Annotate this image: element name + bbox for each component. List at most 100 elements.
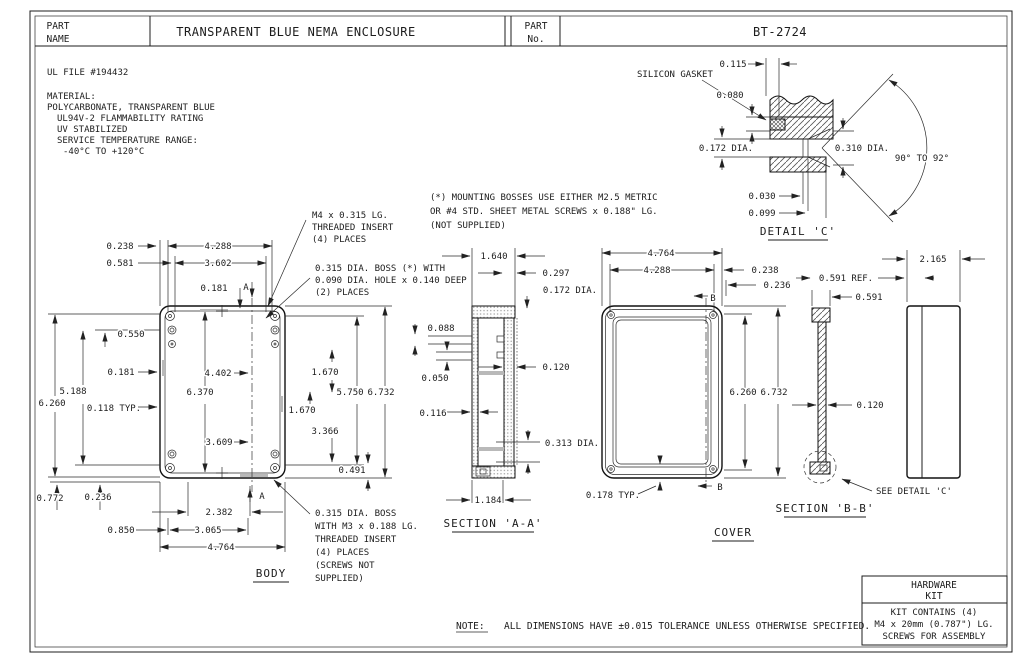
aa-dim-0297: 0.297 xyxy=(542,269,569,279)
dim-1670-upper: 1.670 xyxy=(311,368,338,378)
part-name-value: TRANSPARENT BLUE NEMA ENCLOSURE xyxy=(176,25,415,39)
dim-4764-body: 4.764 xyxy=(207,543,234,553)
boss-top-note-line3: (2) PLACES xyxy=(315,288,369,298)
dim-5188: 5.188 xyxy=(59,387,86,397)
body-callout-notes: M4 x 0.315 LG. THREADED INSERT (4) PLACE… xyxy=(253,211,467,584)
dim-6732: 6.732 xyxy=(367,388,394,398)
note-flammability: UL94V-2 FLAMMABILITY RATING xyxy=(57,114,203,124)
boss-bottom-note-line1: 0.315 DIA. BOSS xyxy=(315,509,396,519)
cover-dim-6732: 6.732 xyxy=(760,388,787,398)
insert-note-line1: M4 x 0.315 LG. xyxy=(312,211,388,221)
tolerance-note-label: NOTE: xyxy=(456,621,485,632)
dim-6260: 6.260 xyxy=(38,399,65,409)
cover-view-label: COVER xyxy=(714,526,752,539)
detail-c-view: SILICON GASKET 0.115 0.080 0.172 DIA. 0.… xyxy=(637,58,951,241)
aa-dim-0088: 0.088 xyxy=(427,324,454,334)
silicon-gasket-label: SILICON GASKET xyxy=(637,70,713,80)
aa-dim-1184: 1.184 xyxy=(474,496,501,506)
section-marker-a-bottom: A xyxy=(259,492,265,502)
aa-dim-0050: 0.050 xyxy=(421,374,448,384)
bb-dim-0591-ref: 0.591 REF. xyxy=(819,274,873,284)
cover-dim-4288: 4.288 xyxy=(643,266,670,276)
bb-dim-0120: 0.120 xyxy=(856,401,883,411)
side-view-outline xyxy=(906,305,961,479)
boss-bottom-note-line2: WITH M3 x 0.188 LG. xyxy=(315,522,418,532)
cover-dim-4764: 4.764 xyxy=(647,249,674,259)
boss-bottom-note-line3: THREADED INSERT xyxy=(315,535,397,545)
detail-dim-0080: 0.080 xyxy=(716,91,743,101)
cover-outline xyxy=(601,305,723,479)
detail-dim-0115: 0.115 xyxy=(719,60,746,70)
dim-5750: 5.750 xyxy=(336,388,363,398)
dim-6370: 6.370 xyxy=(186,388,213,398)
cover-dim-0236: 0.236 xyxy=(763,281,790,291)
section-bb-label: SECTION 'B-B' xyxy=(775,502,874,515)
boss-top-note-line2: 0.090 DIA. HOLE x 0.140 DEEP xyxy=(315,276,467,286)
dim-4288: 4.288 xyxy=(204,242,231,252)
mounting-boss-note: (*) MOUNTING BOSSES USE EITHER M2.5 METR… xyxy=(430,193,658,231)
dim-3366: 3.366 xyxy=(311,427,338,437)
part-name-label-line2: NAME xyxy=(47,34,70,45)
aa-dim-1640: 1.640 xyxy=(480,252,507,262)
mounting-note-line3: (NOT SUPPLIED) xyxy=(430,221,506,231)
body-dimensions: 0.238 4.288 0.581 3.602 0.181 A 0.550 0.… xyxy=(35,240,396,555)
hardware-kit-title-line1: HARDWARE xyxy=(911,580,957,591)
aa-dim-0172: 0.172 DIA. xyxy=(543,286,597,296)
dim-0581: 0.581 xyxy=(106,259,133,269)
aa-dim-0313: 0.313 DIA. xyxy=(545,439,599,449)
note-polycarbonate: POLYCARBONATE, TRANSPARENT BLUE xyxy=(47,103,215,113)
section-marker-b-bottom: B xyxy=(717,483,722,493)
tolerance-note-text: ALL DIMENSIONS HAVE ±0.015 TOLERANCE UNL… xyxy=(504,621,870,632)
section-bb-view: 0.591 REF. 0.591 0.120 SEE DETAIL 'C' SE… xyxy=(774,273,952,518)
dim-2382: 2.382 xyxy=(205,508,232,518)
note-material: MATERIAL: xyxy=(47,92,96,102)
body-view-label: BODY xyxy=(256,567,287,580)
insert-note-line2: THREADED INSERT xyxy=(312,223,394,233)
hardware-kit-contents-line3: SCREWS FOR ASSEMBLY xyxy=(883,632,987,642)
dim-3602: 3.602 xyxy=(204,259,231,269)
dim-0118-typ: 0.118 TYP. xyxy=(87,404,141,414)
body-outline xyxy=(159,305,286,479)
border-frame xyxy=(29,10,1013,653)
cover-view: 4.764 4.288 0.238 0.236 6.260 6.732 0.17… xyxy=(584,248,792,542)
section-aa-view: 1.640 0.297 0.172 DIA. 0.088 0.050 0.120… xyxy=(412,248,601,533)
cover-dim-0178: 0.178 TYP. xyxy=(586,491,640,501)
body-view xyxy=(159,298,286,492)
dim-3609: 3.609 xyxy=(205,438,232,448)
note-temp-range: -40°C TO +120°C xyxy=(63,147,144,157)
hardware-kit-contents-line1: KIT CONTAINS (4) xyxy=(891,608,978,618)
aa-dim-0116: 0.116 xyxy=(419,409,446,419)
dim-1670-lower: 1.670 xyxy=(288,406,315,416)
dim-0491: 0.491 xyxy=(338,466,365,476)
mounting-note-line2: OR #4 STD. SHEET METAL SCREWS x 0.188" L… xyxy=(430,207,658,217)
hardware-kit-box: HARDWARE KIT KIT CONTAINS (4) M4 x 20mm … xyxy=(861,575,1008,646)
detail-c-label: DETAIL 'C' xyxy=(760,225,836,238)
boss-top-note-line1: 0.315 DIA. BOSS (*) WITH xyxy=(315,264,445,274)
material-notes: UL FILE #194432 MATERIAL: POLYCARBONATE,… xyxy=(47,68,215,157)
hardware-kit-contents-line2: M4 x 20mm (0.787") LG. xyxy=(874,620,993,630)
detail-dim-0172: 0.172 DIA. xyxy=(699,144,753,154)
part-name-label-line1: PART xyxy=(47,21,70,32)
insert-note-line3: (4) PLACES xyxy=(312,235,366,245)
boss-bottom-note-line5: (SCREWS NOT xyxy=(315,561,375,571)
mounting-note-line1: (*) MOUNTING BOSSES USE EITHER M2.5 METR… xyxy=(430,193,658,203)
cover-side-view: 2.165 xyxy=(882,250,985,479)
part-no-label-line1: PART xyxy=(525,21,548,32)
see-detail-c-label: SEE DETAIL 'C' xyxy=(876,487,952,497)
part-no-label-line2: No. xyxy=(527,34,544,45)
tolerance-note: NOTE: ALL DIMENSIONS HAVE ±0.015 TOLERAN… xyxy=(456,621,870,633)
detail-dim-0099: 0.099 xyxy=(748,209,775,219)
detail-dim-0030: 0.030 xyxy=(748,192,775,202)
detail-dim-0310: 0.310 DIA. xyxy=(835,144,889,154)
cover-dim-6260: 6.260 xyxy=(729,388,756,398)
aa-dim-0120: 0.120 xyxy=(542,363,569,373)
hardware-kit-title-line2: KIT xyxy=(925,591,942,602)
dim-0550: 0.550 xyxy=(117,330,144,340)
dim-0850: 0.850 xyxy=(107,526,134,536)
boss-bottom-note-line4: (4) PLACES xyxy=(315,548,369,558)
note-ul-file: UL FILE #194432 xyxy=(47,68,128,78)
side-dim-2165: 2.165 xyxy=(919,255,946,265)
note-uv: UV STABILIZED xyxy=(57,125,127,135)
